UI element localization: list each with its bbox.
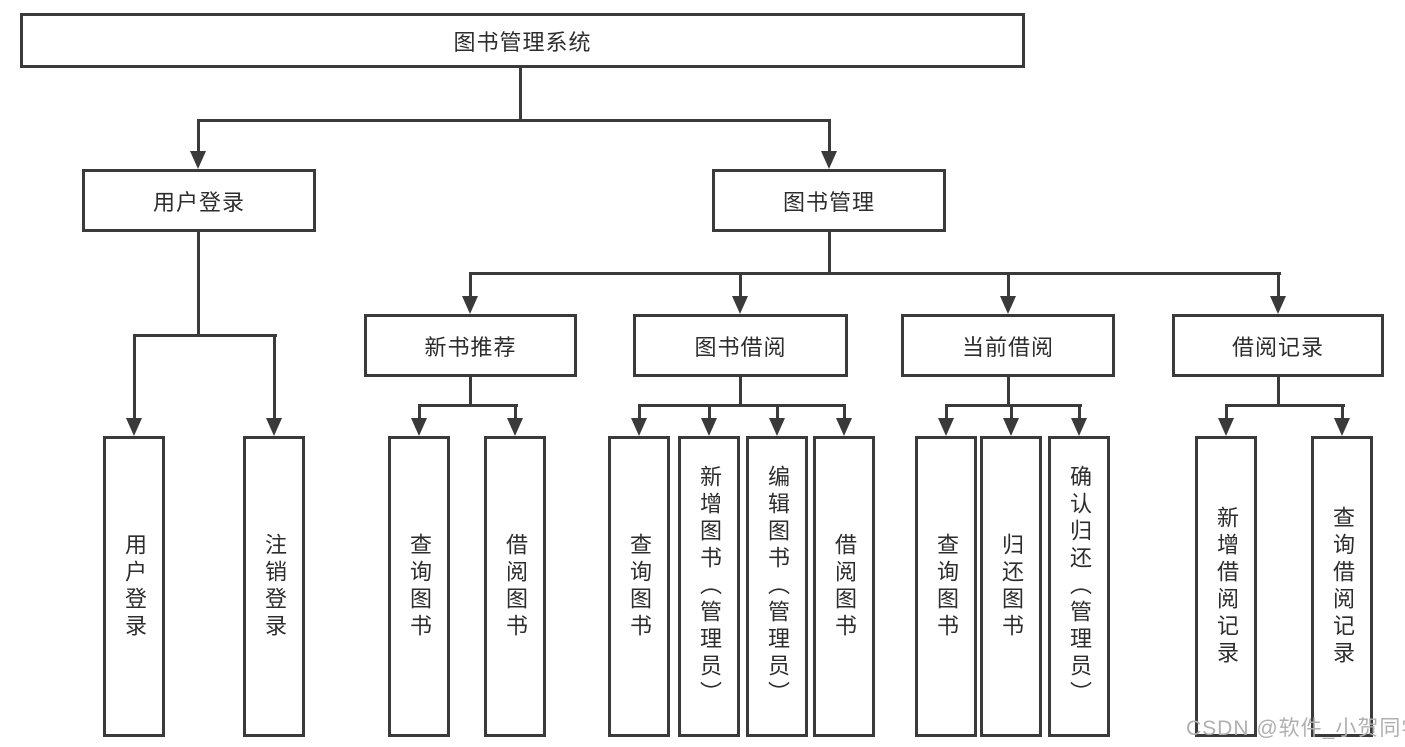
leaf-label: 新增图书（管理员） <box>697 465 722 708</box>
connector-line <box>1341 404 1344 420</box>
connector-line <box>1007 272 1010 298</box>
leaf-query-books-current: 查询图书 <box>915 436 977 737</box>
connector-line <box>1277 272 1280 298</box>
connector-line <box>418 404 421 420</box>
arrow-down-icon <box>1000 296 1016 314</box>
leaf-label: 注销登录 <box>262 532 287 641</box>
node-new-book-recommendation: 新书推荐 <box>364 314 577 377</box>
connector-line <box>197 119 200 153</box>
arrow-down-icon <box>1334 418 1350 436</box>
arrow-down-icon <box>1003 418 1019 436</box>
connector-line <box>638 404 641 420</box>
csdn-watermark: CSDN @软件_小贺同学 <box>1186 717 1405 740</box>
leaf-label: 查询图书 <box>407 532 432 641</box>
connector-line <box>843 404 846 420</box>
arrow-down-icon <box>938 418 954 436</box>
leaf-label: 用户登录 <box>122 532 147 641</box>
connector-line <box>828 119 831 153</box>
node-library-management-system: 图书管理系统 <box>20 13 1025 68</box>
leaf-label: 借阅图书 <box>503 532 528 641</box>
leaf-confirm-return-admin: 确认归还（管理员） <box>1048 436 1110 737</box>
arrow-down-icon <box>1270 296 1286 314</box>
node-label: 图书管理系统 <box>453 29 592 55</box>
leaf-add-borrow-record: 新增借阅记录 <box>1195 436 1257 737</box>
arrow-down-icon <box>836 418 852 436</box>
connector-line <box>1007 377 1010 406</box>
leaf-label: 查询图书 <box>627 532 652 641</box>
arrow-down-icon <box>507 418 523 436</box>
connector-line <box>1225 404 1345 407</box>
arrow-down-icon <box>631 418 647 436</box>
leaf-label: 借阅图书 <box>832 532 857 641</box>
node-label: 图书借阅 <box>694 334 787 360</box>
node-label: 图书管理 <box>782 189 875 215</box>
arrow-down-icon <box>1071 418 1087 436</box>
node-label: 当前借阅 <box>961 334 1054 360</box>
arrow-down-icon <box>266 418 282 436</box>
leaf-query-borrow-record: 查询借阅记录 <box>1311 436 1373 737</box>
arrow-down-icon <box>190 151 206 169</box>
arrow-down-icon <box>1218 418 1234 436</box>
connector-line <box>133 334 136 420</box>
leaf-borrow-books-recommend: 借阅图书 <box>484 436 546 737</box>
arrow-down-icon <box>821 151 837 169</box>
node-label: 新书推荐 <box>424 334 517 360</box>
arrow-down-icon <box>732 296 748 314</box>
leaf-query-books-recommend: 查询图书 <box>388 436 450 737</box>
node-book-management: 图书管理 <box>712 169 946 232</box>
leaf-return-books: 归还图书 <box>980 436 1042 737</box>
leaf-add-books-admin: 新增图书（管理员） <box>678 436 740 737</box>
leaf-edit-books-admin: 编辑图书（管理员） <box>746 436 808 737</box>
arrow-down-icon <box>462 296 478 314</box>
connector-line <box>1277 377 1280 406</box>
connector-line <box>519 68 522 121</box>
connector-line <box>469 272 1281 275</box>
arrow-down-icon <box>126 418 142 436</box>
connector-line <box>739 377 742 406</box>
arrow-down-icon <box>769 418 785 436</box>
leaf-query-books-borrow: 查询图书 <box>608 436 670 737</box>
connector-line <box>1010 404 1013 420</box>
leaf-label: 查询借阅记录 <box>1330 505 1355 668</box>
leaf-logout: 注销登录 <box>243 436 305 737</box>
leaf-label: 新增借阅记录 <box>1214 505 1239 668</box>
connector-line <box>469 377 472 406</box>
connector-line <box>197 232 200 336</box>
leaf-label: 编辑图书（管理员） <box>765 465 790 708</box>
connector-line <box>945 404 948 420</box>
leaf-label: 归还图书 <box>999 532 1024 641</box>
connector-line <box>418 404 518 407</box>
connector-line <box>469 272 472 298</box>
node-current-borrowing: 当前借阅 <box>901 314 1115 377</box>
arrow-down-icon <box>411 418 427 436</box>
connector-line <box>273 334 276 420</box>
connector-line <box>1078 404 1081 420</box>
leaf-label: 查询图书 <box>934 532 959 641</box>
connector-line <box>739 272 742 298</box>
connector-line <box>708 404 711 420</box>
node-borrowing-records: 借阅记录 <box>1172 314 1384 377</box>
node-label: 借阅记录 <box>1231 334 1324 360</box>
leaf-borrow-books: 借阅图书 <box>813 436 875 737</box>
leaf-user-login: 用户登录 <box>103 436 165 737</box>
connector-line <box>776 404 779 420</box>
node-label: 用户登录 <box>152 189 245 215</box>
connector-line <box>638 404 846 407</box>
node-user-login: 用户登录 <box>82 169 316 232</box>
leaf-label: 确认归还（管理员） <box>1067 465 1092 708</box>
connector-line <box>945 404 1082 407</box>
connector-line <box>1225 404 1228 420</box>
connector-line <box>133 334 277 337</box>
connector-line <box>197 119 831 122</box>
connector-line <box>514 404 517 420</box>
connector-line <box>828 232 831 275</box>
arrow-down-icon <box>701 418 717 436</box>
node-book-borrowing: 图书借阅 <box>633 314 848 377</box>
